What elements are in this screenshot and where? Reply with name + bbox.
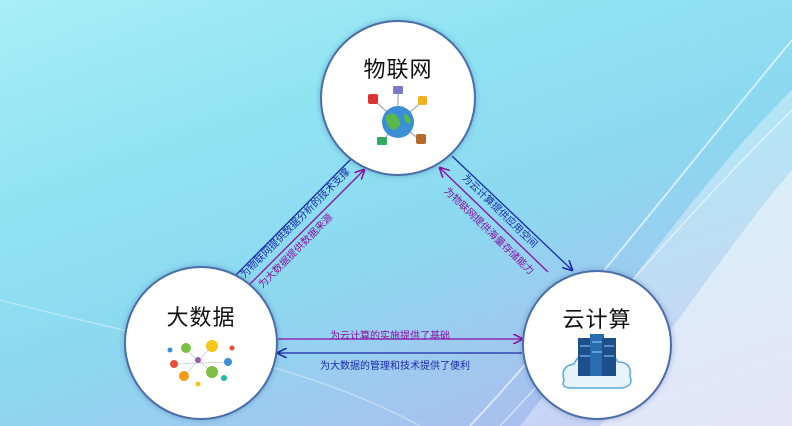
arrow-iot-to-cloud	[451, 155, 572, 270]
bigdata-network-icon	[167, 340, 235, 387]
node-cloud-title: 云计算	[562, 308, 632, 333]
arrow-bigdata-to-iot	[247, 170, 364, 287]
node-iot-title: 物联网	[363, 58, 433, 83]
arrow-cloud-to-iot	[440, 168, 549, 273]
arrow-iot-to-bigdata	[228, 157, 353, 283]
node-bigdata-title: 大数据	[166, 306, 236, 331]
label-bigdata-to-cloud: 为云计算的实施提供了基础	[330, 331, 450, 342]
node-bigdata: 大数据	[124, 266, 278, 420]
cloud-server-icon	[562, 334, 632, 389]
node-cloud: 云计算	[522, 270, 672, 420]
iot-globe-icon	[368, 86, 427, 145]
node-iot: 物联网	[320, 20, 476, 176]
label-cloud-to-bigdata: 为大数据的管理和技术提供了便利	[320, 361, 470, 372]
